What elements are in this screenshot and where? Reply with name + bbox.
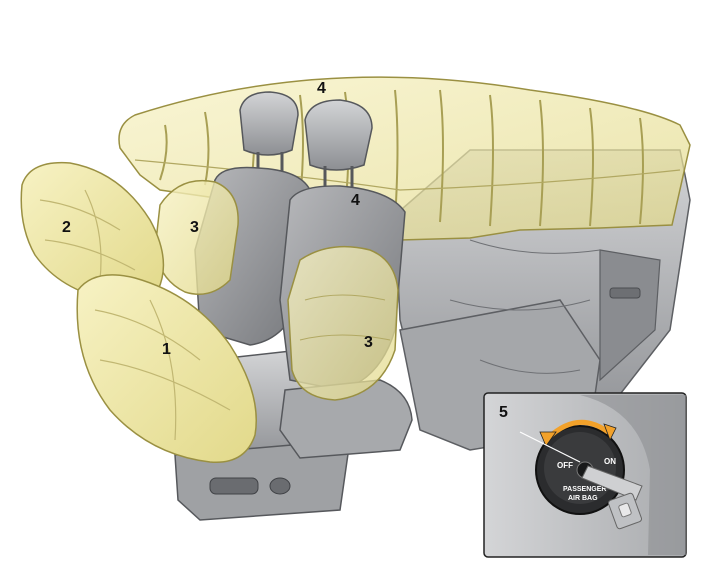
passenger-front-airbag-folds [94, 299, 231, 441]
driver-side-airbag [154, 179, 239, 295]
callout-4-mid: 4 [351, 192, 360, 209]
rotation-arrow-left-head-icon [539, 431, 557, 447]
rear-seat-side-trim [599, 249, 661, 382]
callout-4-top: 4 [317, 80, 326, 97]
callout-5: 5 [499, 404, 508, 421]
callout-3-left: 3 [190, 219, 199, 236]
callout-2: 2 [62, 219, 71, 236]
callout-1: 1 [162, 341, 171, 358]
inset-dashboard-edge [580, 395, 686, 555]
passenger-side-airbag [287, 245, 399, 401]
passenger-seat-cushion [279, 379, 413, 459]
driver-front-airbag [20, 161, 165, 302]
switch-inset: 5 OFF ON PASSENGER AIR BAG [483, 392, 687, 558]
rotation-arrow-right-head-icon [603, 423, 617, 441]
driver-front-airbag-folds [39, 189, 136, 281]
switch-pointer-line [519, 431, 581, 463]
passenger-side-airbag-folds [299, 294, 391, 341]
passenger-headrest [304, 99, 373, 171]
switch-off-label: OFF [557, 461, 573, 470]
driver-headrest [239, 91, 299, 156]
passenger-front-airbag [76, 274, 257, 463]
seatbelt-buckle [609, 287, 641, 299]
switch-passenger-label: PASSENGER [563, 486, 606, 493]
seat-adjust-knob [269, 477, 291, 495]
callout-3-right: 3 [364, 334, 373, 351]
passenger-headrest-posts [323, 166, 354, 188]
rear-seat-stitching [449, 239, 601, 374]
switch-airbag-label: AIR BAG [568, 495, 598, 502]
switch-on-label: ON [604, 457, 616, 466]
key-bow-hole [618, 502, 632, 518]
seat-adjust-switch [209, 477, 259, 495]
passenger-front-airbag-shape [76, 274, 257, 463]
key-icon [581, 465, 643, 501]
